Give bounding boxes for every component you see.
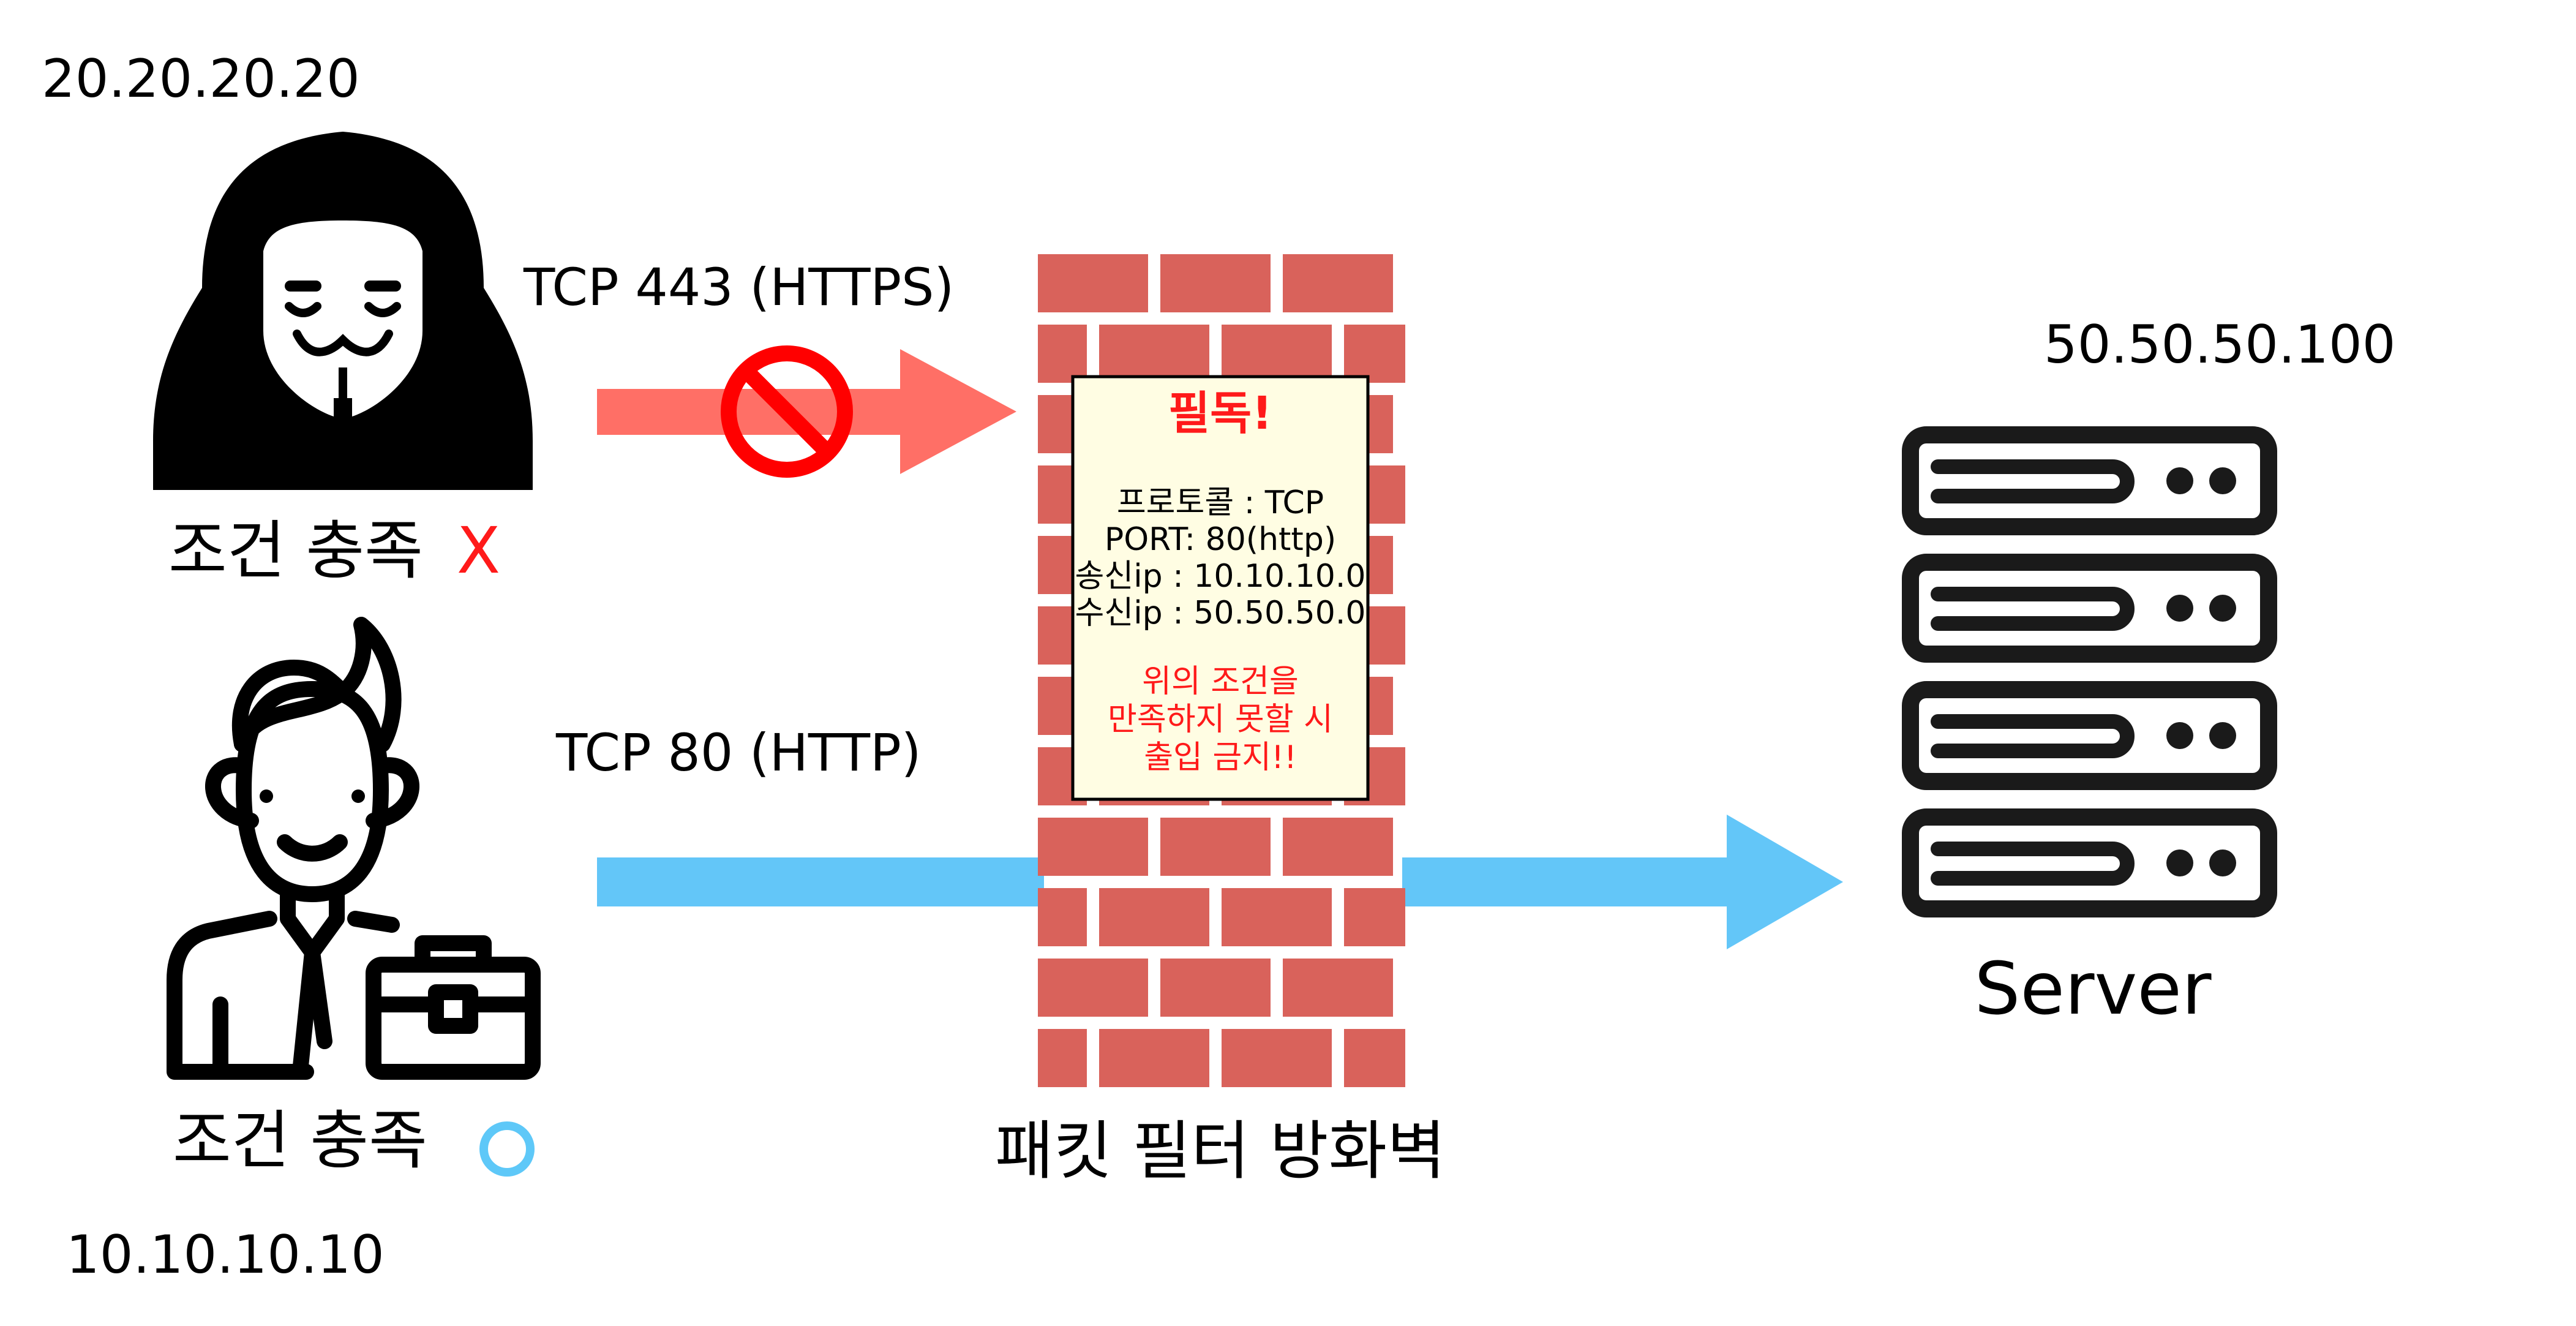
server-rack-icon [1902,426,2277,917]
attacker-ip: 20.20.20.20 [42,48,360,110]
warning-line: 출입 금지!! [1144,739,1297,776]
blocked-arrow [597,349,1016,474]
server-unit [1902,808,2277,917]
firewall-caption: 패킷 필터 방화벽 [995,1113,1446,1188]
brick [1099,888,1209,946]
brick [1283,254,1393,312]
notice-panel [1071,375,1370,801]
server-unit [1902,554,2277,663]
blocked-flow-label: TCP 443 (HTTPS) [523,257,954,317]
rule-destination-ip: 수신ip : 50.50.50.0 [1075,595,1366,631]
attacker-condition-text: 조건 충족 [168,513,423,588]
warning-line: 위의 조건을 [1142,663,1299,700]
eye-right [351,789,365,803]
rule-protocol: 프로토콜 : TCP [1117,484,1324,521]
brick [1344,888,1405,946]
condition-met-mark [479,1121,535,1177]
brick [1283,818,1393,876]
rule-notice: 필독! 프로토콜 : TCP PORT: 80(http) 송신ip : 10.… [1071,375,1370,801]
brick [1344,325,1405,383]
brick [1344,1029,1405,1087]
server-unit [1902,426,2277,535]
brick [1038,959,1148,1017]
brick [1099,1029,1209,1087]
notice-title: 필독! [1168,387,1272,440]
prohibited-icon [721,345,853,478]
server-label: Server [1975,946,2212,1031]
brick [1099,325,1209,383]
condition-failed-mark: X [457,513,500,588]
brick [1038,254,1148,312]
attacker-condition-label: 조건 충족 X [168,513,500,588]
allowed-arrow-inbound [597,857,1044,906]
brick [1038,818,1148,876]
brick [1222,325,1332,383]
brick [1038,888,1087,946]
brick [1160,959,1271,1017]
user-ip: 10.10.10.10 [66,1224,385,1286]
brick [1160,254,1271,312]
eye-left [260,789,273,803]
brick [1038,325,1087,383]
brick [1222,1029,1332,1087]
warning-line: 만족하지 못할 시 [1108,701,1333,738]
brick [1283,959,1393,1017]
brick [1038,1029,1087,1087]
brick [1222,888,1332,946]
hacker-icon [153,132,533,490]
rule-source-ip: 송신ip : 10.10.10.0 [1075,558,1366,595]
brick [1160,818,1271,876]
server-ip: 50.50.50.100 [2044,314,2395,375]
server-unit [1902,681,2277,790]
businessman-icon [167,617,541,1080]
allowed-flow-label: TCP 80 (HTTP) [555,723,922,783]
allowed-arrow-outbound [1402,815,1843,949]
rule-port: PORT: 80(http) [1105,521,1336,558]
user-condition-text: 조건 충족 [173,1103,427,1178]
